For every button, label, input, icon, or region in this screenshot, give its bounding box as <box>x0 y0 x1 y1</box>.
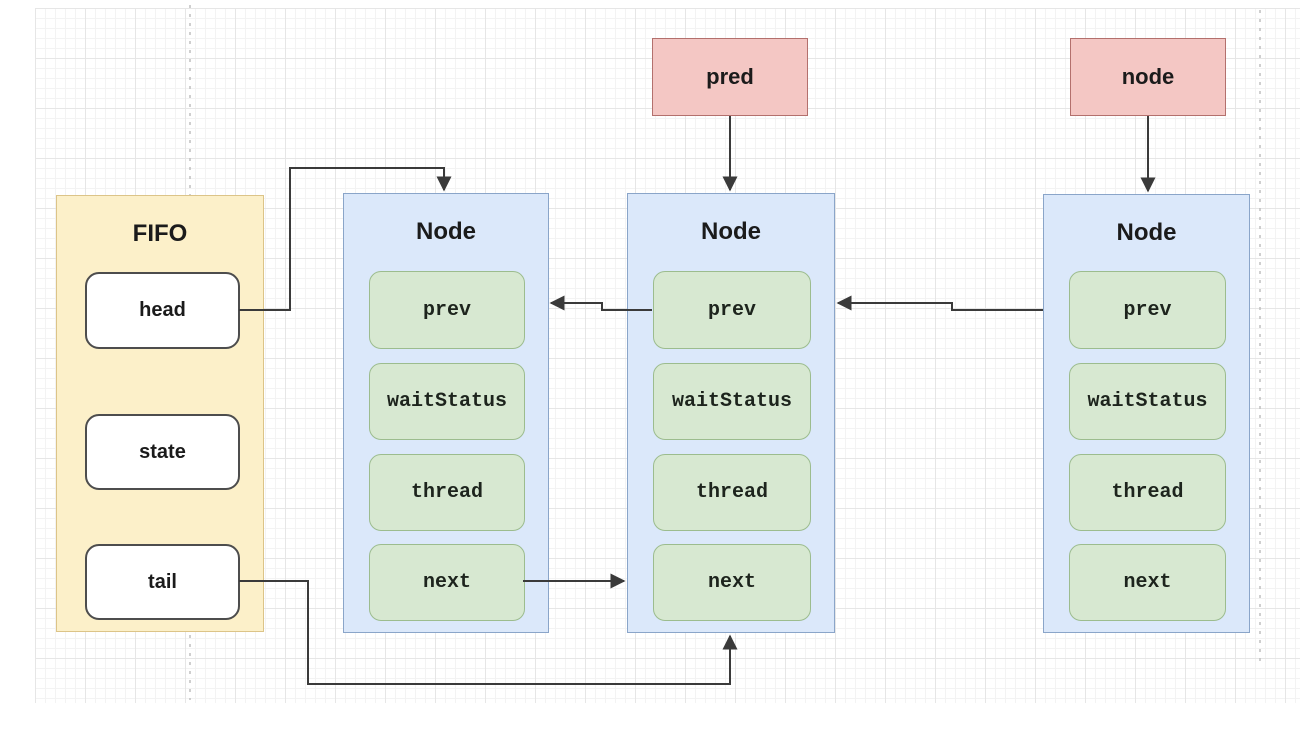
node-2-field-prev: prev <box>653 271 811 349</box>
node-2-title: Node <box>701 218 761 245</box>
node-1-box: Node prev waitStatus thread next <box>343 193 549 633</box>
node-3-title: Node <box>1116 219 1177 246</box>
node-2-field-next: next <box>653 544 811 621</box>
node-pointer-label: node <box>1121 64 1175 89</box>
node-3-field-thread-label: thread <box>1111 481 1184 504</box>
node-2-field-next-label: next <box>707 571 756 594</box>
pred-pointer-label: pred <box>706 64 754 89</box>
node-2-field-waitstatus: waitStatus <box>653 363 811 440</box>
node-3-field-thread: thread <box>1069 454 1226 531</box>
node-3-field-waitstatus-label: waitStatus <box>1087 390 1208 413</box>
node-1-field-next: next <box>369 544 525 621</box>
node-1-field-waitstatus-label: waitStatus <box>386 390 508 413</box>
fifo-slot-tail-label: tail <box>148 570 177 593</box>
node-3-box: Node prev waitStatus thread next <box>1043 194 1250 633</box>
node-3-field-prev-label: prev <box>1123 298 1172 322</box>
node-1-field-waitstatus: waitStatus <box>369 363 525 440</box>
node-1-field-prev: prev <box>369 271 525 349</box>
node-2-field-prev-label: prev <box>707 298 756 322</box>
node-1-field-prev-label: prev <box>422 298 471 322</box>
fifo-container: FIFO head state tail <box>56 195 264 632</box>
node-1-field-thread-label: thread <box>410 481 483 504</box>
node-2-field-thread: thread <box>653 454 811 531</box>
node-2-box: Node prev waitStatus thread next <box>627 193 835 633</box>
fifo-slot-head-label: head <box>139 299 186 321</box>
node-3-field-waitstatus: waitStatus <box>1069 363 1226 440</box>
fifo-title: FIFO <box>132 220 188 247</box>
node-1-field-next-label: next <box>422 571 471 594</box>
node-3-field-next: next <box>1069 544 1226 621</box>
node-1-field-thread: thread <box>369 454 525 531</box>
pred-pointer-box: pred <box>652 38 808 116</box>
node-2-field-thread-label: thread <box>695 481 768 504</box>
fifo-slot-tail: tail <box>85 544 240 620</box>
node-1-title: Node <box>416 218 476 245</box>
node-3-field-next-label: next <box>1123 571 1172 594</box>
fifo-slot-state-label: state <box>139 440 186 463</box>
node-3-field-prev: prev <box>1069 271 1226 349</box>
node-2-field-waitstatus-label: waitStatus <box>671 390 793 413</box>
fifo-slot-head: head <box>85 272 240 349</box>
node-pointer-box: node <box>1070 38 1226 116</box>
fifo-slot-state: state <box>85 414 240 490</box>
